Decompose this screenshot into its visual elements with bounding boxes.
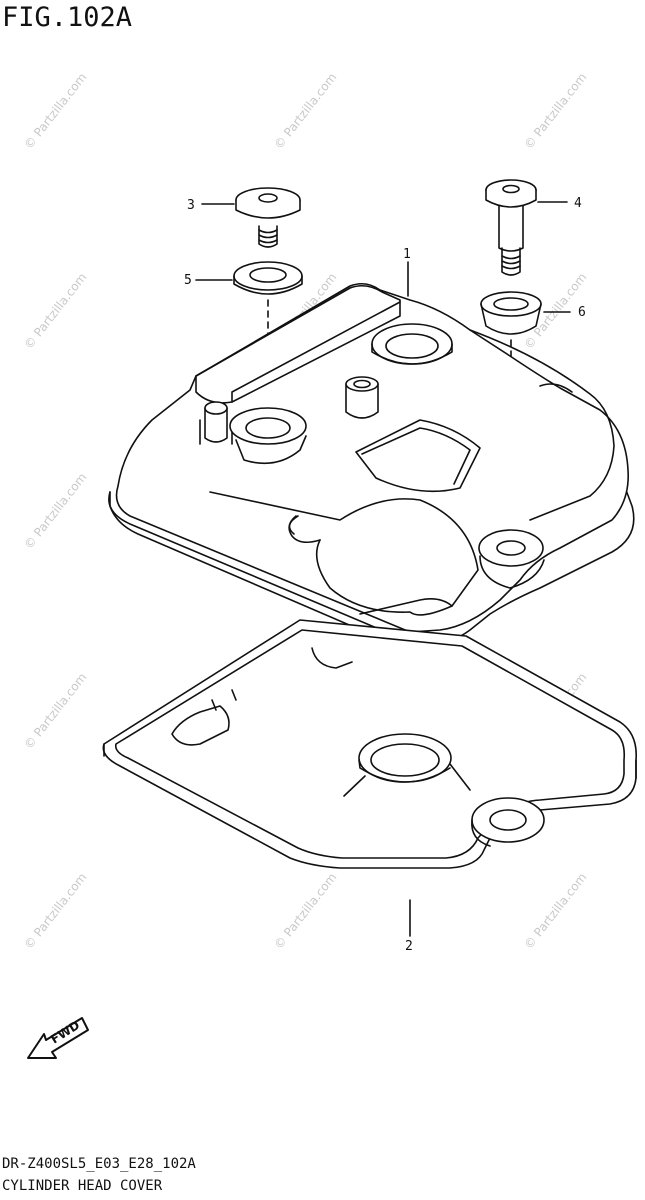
- figure-name: CYLINDER HEAD COVER: [2, 1178, 163, 1194]
- watermark-text: © Partzilla.com: [21, 870, 89, 952]
- callout-5[interactable]: 5: [184, 273, 192, 288]
- callout-2[interactable]: 2: [405, 939, 413, 954]
- bolt-short[interactable]: [235, 187, 301, 248]
- watermark-text: © Partzilla.com: [21, 270, 89, 352]
- watermark-text: © Partzilla.com: [271, 70, 339, 152]
- callout-3[interactable]: 3: [187, 198, 195, 213]
- watermark-text: © Partzilla.com: [21, 70, 89, 152]
- cylinder-head-cover[interactable]: [108, 282, 635, 656]
- watermark-text: © Partzilla.com: [271, 870, 339, 952]
- watermark-text: © Partzilla.com: [21, 670, 89, 752]
- callout-4[interactable]: 4: [574, 196, 582, 211]
- watermark-text: © Partzilla.com: [521, 870, 589, 952]
- head-cover-gasket[interactable]: [102, 619, 637, 869]
- leader-lines: [195, 201, 571, 937]
- watermark-text: © Partzilla.com: [521, 70, 589, 152]
- washer[interactable]: [233, 261, 303, 295]
- model-code: DR-Z400SL5_E03_E28_102A: [2, 1156, 196, 1172]
- bolt-long[interactable]: [485, 179, 537, 276]
- watermark-text: © Partzilla.com: [21, 470, 89, 552]
- grommet[interactable]: [480, 291, 542, 335]
- fwd-arrow-icon: [27, 1017, 89, 1059]
- callout-6[interactable]: 6: [578, 305, 586, 320]
- figure-title: FIG.102A: [2, 2, 133, 33]
- callout-1[interactable]: 1: [403, 247, 411, 262]
